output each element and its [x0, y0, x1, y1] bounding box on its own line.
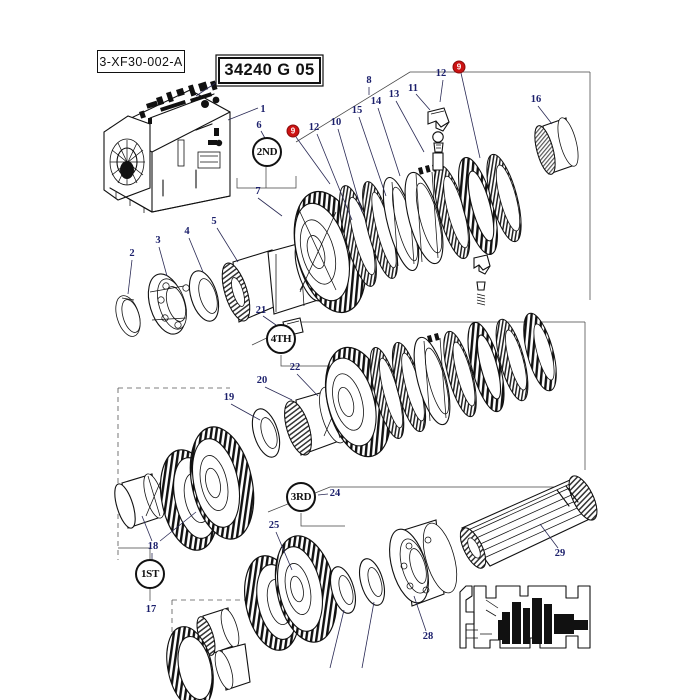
callout-number-12: 12 [435, 67, 447, 79]
fourth-gear-stage-assembly [251, 254, 557, 458]
part-4-spacer-ring [188, 270, 220, 322]
callout-number-16: 16 [530, 93, 542, 105]
part-number-label: 34240 G 05 [218, 57, 321, 84]
stage-badge-3rd: 3RD [286, 482, 316, 512]
callout-number-12: 12 [308, 121, 320, 133]
highlight-badge-9[interactable]: 9 [286, 124, 300, 138]
callout-number-17: 17 [145, 603, 157, 615]
part-25-third-speed-gear [244, 535, 338, 651]
callout-number-3: 3 [155, 234, 161, 246]
callout-number-1: 1 [260, 103, 266, 115]
callout-number-25: 25 [268, 519, 280, 531]
stage-badge-1st: 1ST [135, 559, 165, 589]
synchronizer-ring-stack-2nd [339, 153, 522, 287]
callout-number-29: 29 [554, 547, 566, 559]
callout-number-8: 8 [366, 74, 372, 86]
part-3-ball-bearing [147, 273, 190, 335]
callout-number-5: 5 [211, 215, 217, 227]
callout-number-20: 20 [256, 374, 268, 386]
callout-number-22: 22 [289, 361, 301, 373]
callout-number-13: 13 [388, 88, 400, 100]
stage-badge-4th: 4TH [266, 324, 296, 354]
transmission-housing-illustration [103, 80, 231, 213]
part-2-circlip [115, 295, 141, 337]
callout-number-6: 6 [256, 119, 262, 131]
part-18-bush [114, 473, 165, 529]
part-17-first-speed-gear [159, 426, 255, 551]
cross-section-inset [459, 585, 591, 649]
part-16-bush [534, 117, 579, 175]
synchronizer-ring-stack-4th [369, 312, 557, 440]
callout-number-28: 28 [422, 630, 434, 642]
callout-number-14: 14 [370, 95, 382, 107]
callout-number-24: 24 [329, 487, 341, 499]
first-gear-stage-assembly [114, 426, 598, 700]
detent-pin-assembly [427, 107, 450, 171]
highlight-badge-9[interactable]: 9 [452, 60, 466, 74]
callout-number-7: 7 [255, 185, 261, 197]
callout-number-19: 19 [223, 391, 235, 403]
part-26-bush [196, 607, 240, 656]
callout-number-11: 11 [408, 82, 418, 94]
part-19-thrust-washer [251, 408, 281, 458]
callout-number-18: 18 [147, 540, 159, 552]
part-lower-left-gear-cut [166, 626, 251, 700]
detent-pin-assembly-4th [473, 254, 491, 306]
callout-number-21: 21 [255, 304, 267, 316]
callout-number-10: 10 [330, 116, 342, 128]
callout-number-4: 4 [184, 225, 190, 237]
callout-number-2: 2 [129, 247, 135, 259]
callout-number-15: 15 [351, 104, 363, 116]
shim-washer-set [329, 558, 386, 614]
part-28-flanged-bearing [389, 519, 458, 607]
callout-leader-lines [127, 72, 559, 669]
drawing-code-label: 3-XF30-002-A [97, 50, 185, 73]
stage-badge-2nd: 2ND [252, 137, 282, 167]
second-gear-stage-assembly [115, 107, 579, 337]
part-29-output-shaft [459, 475, 598, 569]
part-5-splined-hub [221, 249, 277, 323]
